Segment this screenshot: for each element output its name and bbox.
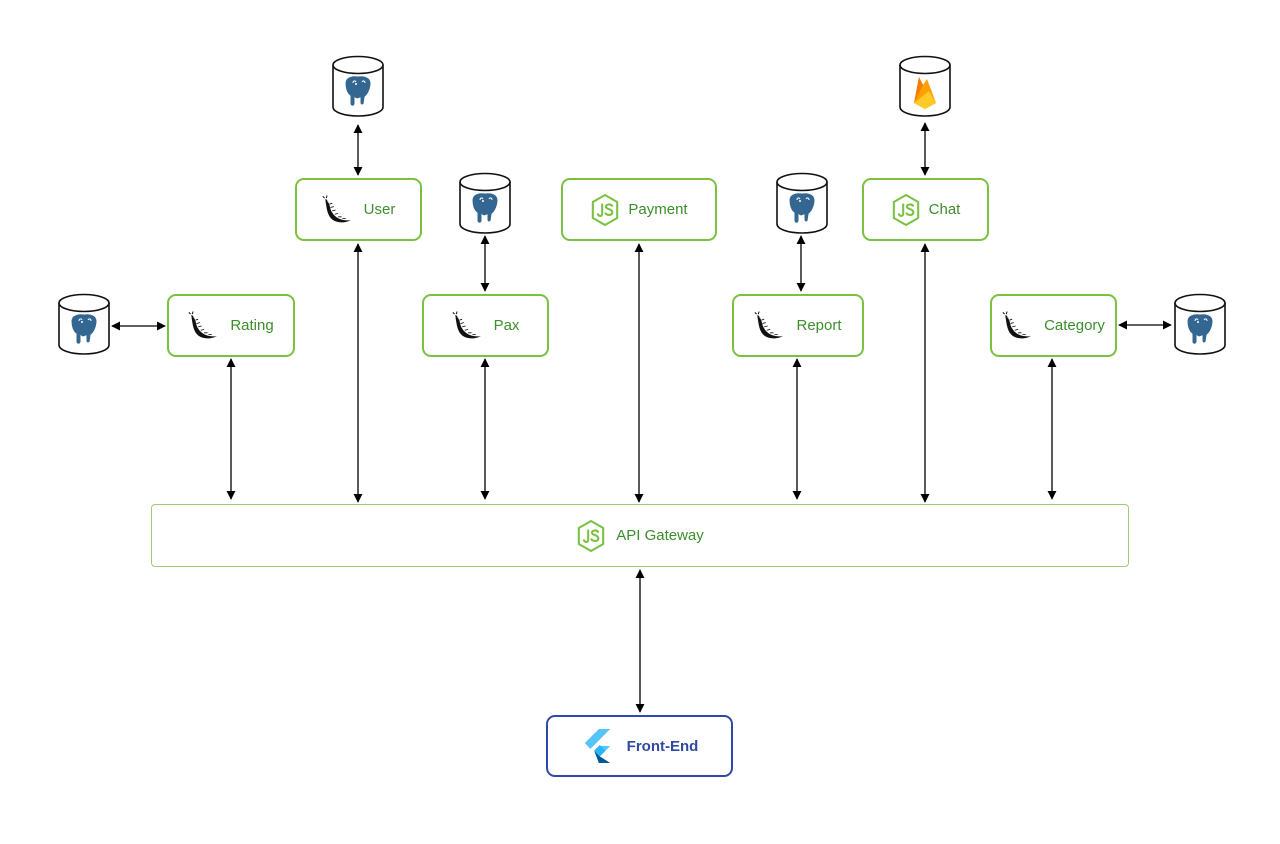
postgresql-icon [57, 293, 111, 355]
postgresql-icon [331, 55, 385, 117]
nodejs-icon [891, 193, 921, 227]
category-database [1173, 293, 1227, 355]
front-end: Front-End [546, 715, 733, 777]
api-gateway: API Gateway [151, 504, 1129, 567]
service-rating: Rating [167, 294, 295, 357]
service-label: Pax [493, 317, 520, 334]
flask-icon [322, 195, 356, 225]
service-payment: Payment [561, 178, 717, 241]
nodejs-icon [590, 193, 620, 227]
service-chat: Chat [862, 178, 989, 241]
report-database [775, 172, 829, 234]
flask-icon [188, 311, 222, 341]
firebase-icon [898, 55, 952, 117]
postgresql-icon [1173, 293, 1227, 355]
service-label: Payment [628, 201, 688, 218]
flask-icon [1002, 311, 1036, 341]
service-user: User [295, 178, 422, 241]
service-label: Chat [928, 201, 961, 218]
rating-database [57, 293, 111, 355]
service-pax: Pax [422, 294, 549, 357]
service-label: Category [1044, 317, 1105, 334]
flask-icon [452, 311, 486, 341]
nodejs-icon [576, 519, 606, 553]
user-database [331, 55, 385, 117]
flask-icon [754, 311, 788, 341]
chat-database [898, 55, 952, 117]
service-category: Category [990, 294, 1117, 357]
gateway-label: API Gateway [616, 527, 704, 544]
service-label: Rating [230, 317, 274, 334]
pax-database [458, 172, 512, 234]
service-report: Report [732, 294, 864, 357]
postgresql-icon [775, 172, 829, 234]
flutter-icon [581, 728, 613, 764]
postgresql-icon [458, 172, 512, 234]
frontend-label: Front-End [626, 737, 699, 755]
service-label: Report [796, 317, 842, 334]
service-label: User [363, 201, 396, 218]
